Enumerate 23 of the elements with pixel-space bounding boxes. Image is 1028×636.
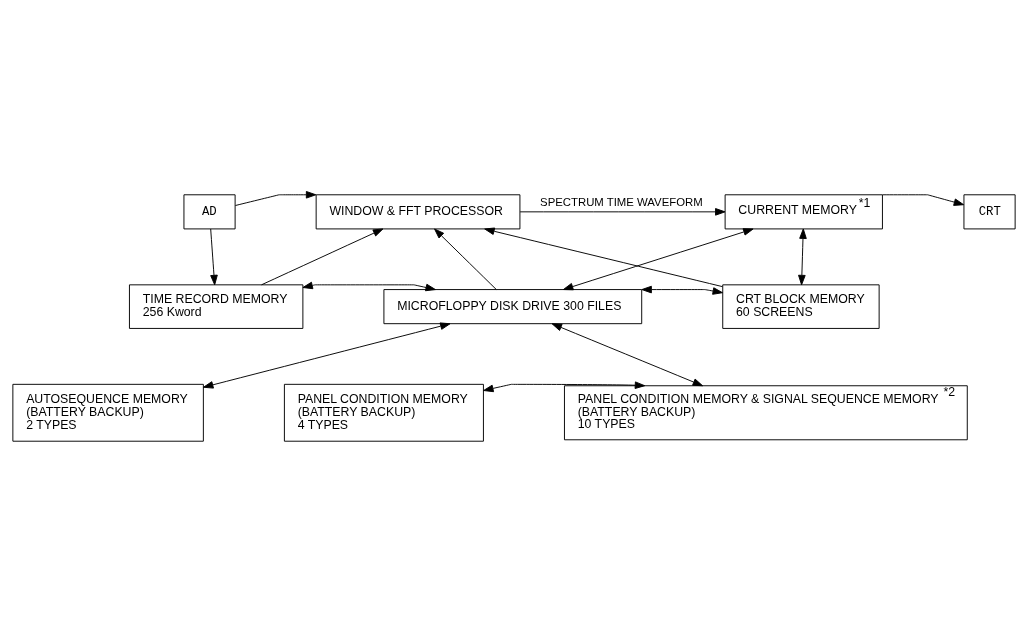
arrow	[302, 281, 436, 292]
arrow	[798, 228, 807, 286]
arrow	[882, 194, 965, 206]
node-box: CRT BLOCK MEMORY 60 SCREENS	[722, 284, 880, 329]
edge-label: SPECTRUM TIME WAVEFORM	[540, 195, 703, 208]
node-box: AD	[183, 194, 236, 230]
arrow	[234, 191, 317, 206]
arrow	[484, 227, 723, 288]
arrow	[641, 285, 723, 295]
node-box: WINDOW & FFT PROCESSOR	[315, 194, 521, 230]
node-box: MICROFLOPPY DISK DRIVE 300 FILES	[383, 289, 643, 325]
arrow	[519, 208, 726, 216]
node-box: AUTOSEQUENCE MEMORY (BATTERY BACKUP) 2 TYPES	[12, 383, 204, 442]
arrow	[203, 322, 451, 389]
node-box: PANEL CONDITION MEMORY (BATTERY BACKUP) 4 TYPES	[283, 383, 484, 442]
arrow	[210, 228, 218, 286]
node-box: CRT	[963, 194, 1016, 230]
node-box: TIME RECORD MEMORY 256 Kword	[128, 284, 304, 329]
arrow	[434, 228, 497, 290]
arrow	[261, 228, 384, 286]
arrow	[562, 228, 754, 291]
arrow	[551, 323, 704, 387]
arrow	[483, 381, 646, 393]
